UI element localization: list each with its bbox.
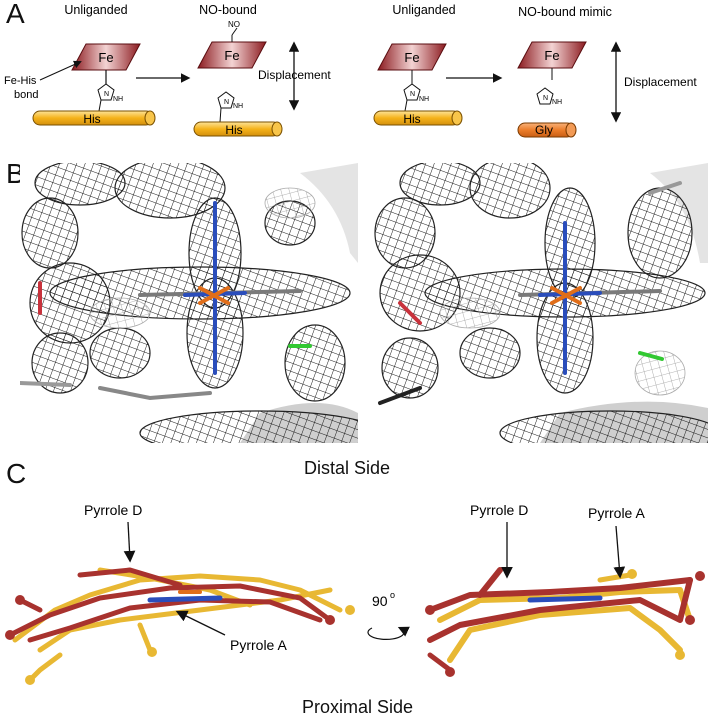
pyrrole-a-label-left: Pyrrole A bbox=[230, 637, 287, 653]
svg-text:NO: NO bbox=[228, 20, 240, 29]
rotation-arrow-icon bbox=[367, 626, 410, 640]
svg-text:N: N bbox=[104, 91, 109, 98]
svg-text:NH: NH bbox=[233, 103, 243, 110]
panel-a-schematic: Unliganded Fe N NH His Fe-His bond NO-bo… bbox=[4, 3, 697, 138]
svg-text:N: N bbox=[224, 99, 229, 106]
panel-b-density-maps bbox=[20, 163, 708, 443]
svg-text:His: His bbox=[403, 112, 420, 126]
svg-text:Fe-His: Fe-His bbox=[4, 75, 37, 87]
state-no-bound-mimic: NO-bound mimic bbox=[518, 5, 612, 19]
panel-label-a: A bbox=[6, 0, 25, 29]
svg-text:Gly: Gly bbox=[535, 123, 553, 137]
pyrrole-a-label-right: Pyrrole A bbox=[588, 505, 645, 521]
state-unliganded-left: Unliganded bbox=[64, 3, 127, 17]
pyrrole-d-label-left: Pyrrole D bbox=[84, 502, 142, 518]
panel-c-heme-overlay: Pyrrole D Pyrrole A 90 o Pyrrole D Pyrro… bbox=[5, 502, 705, 685]
svg-text:N: N bbox=[410, 91, 415, 98]
state-no-bound: NO-bound bbox=[199, 3, 257, 17]
density-map-right bbox=[368, 163, 708, 443]
panel-label-c: C bbox=[6, 458, 27, 489]
svg-text:NH: NH bbox=[113, 96, 123, 103]
svg-text:NH: NH bbox=[419, 96, 429, 103]
heme-overlay-right bbox=[427, 567, 693, 673]
distal-side-label: Distal Side bbox=[304, 458, 391, 478]
svg-text:His: His bbox=[225, 123, 242, 137]
svg-text:Fe: Fe bbox=[98, 50, 113, 65]
density-map-left bbox=[20, 163, 358, 443]
pyrrole-d-label-right: Pyrrole D bbox=[470, 502, 528, 518]
svg-text:o: o bbox=[390, 590, 395, 600]
svg-text:bond: bond bbox=[14, 89, 38, 101]
svg-text:Fe: Fe bbox=[544, 48, 559, 63]
svg-text:Fe: Fe bbox=[224, 48, 239, 63]
displacement-label-left: Displacement bbox=[258, 68, 331, 82]
heme-atoms-left bbox=[5, 595, 335, 640]
svg-text:His: His bbox=[83, 112, 100, 126]
proximal-side-label: Proximal Side bbox=[302, 697, 414, 717]
heme-atoms-right bbox=[425, 571, 705, 677]
rotation-label: 90 bbox=[372, 593, 388, 609]
svg-text:NH: NH bbox=[552, 99, 562, 106]
svg-text:N: N bbox=[543, 95, 548, 102]
heme-overlay-left bbox=[7, 567, 343, 683]
state-unliganded-right: Unliganded bbox=[392, 3, 455, 17]
displacement-label-right: Displacement bbox=[624, 75, 697, 89]
svg-text:Fe: Fe bbox=[404, 50, 419, 65]
